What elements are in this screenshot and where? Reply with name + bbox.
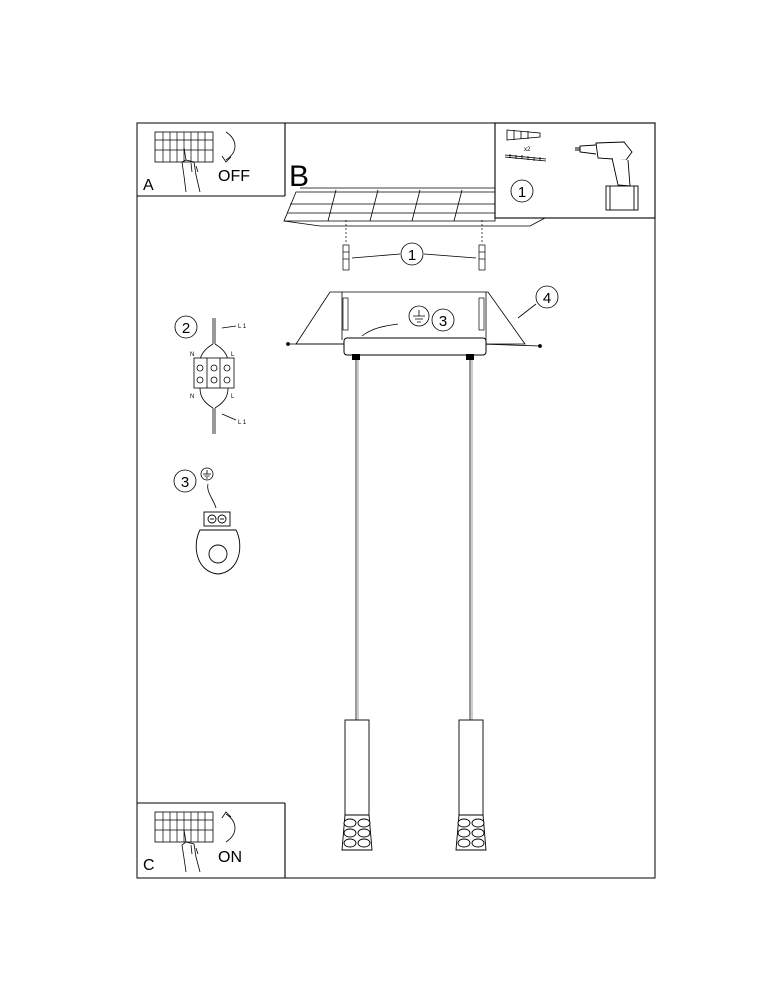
wiring-detail: 2 L 1 N L N L L 1	[174, 315, 247, 434]
callout-ceiling-cover: 4	[543, 290, 551, 307]
panel-b-letter: B	[289, 160, 309, 193]
breaker-panel-icon	[154, 131, 214, 163]
panel-a-letter: A	[143, 177, 154, 194]
screw-right	[478, 220, 486, 271]
callout-ground-main: 3	[439, 313, 447, 330]
wire-label-l1-bottom: L 1	[238, 420, 247, 426]
wire-label-l1-top: L 1	[238, 324, 247, 330]
ground-symbol-small-icon	[200, 467, 214, 481]
callout-wiring: 2	[182, 320, 190, 337]
screw-icon	[504, 154, 547, 162]
ceiling-canopy	[286, 291, 542, 348]
panel-c-letter: C	[143, 857, 155, 874]
pendant-lamp-right	[455, 719, 487, 851]
mounting-bar	[343, 337, 487, 356]
callout-tools: 1	[518, 184, 526, 201]
arrow-up-icon	[221, 811, 236, 843]
panel-a: A OFF	[137, 123, 286, 197]
hand-icon-c	[181, 829, 201, 873]
off-label: OFF	[218, 168, 250, 185]
on-label: ON	[218, 849, 242, 866]
pendant-lamp-left	[341, 719, 373, 851]
hand-icon	[181, 147, 201, 193]
wire-label-l-top: L	[231, 352, 235, 358]
tools-box: x2 1	[494, 122, 656, 219]
terminal-block	[193, 357, 235, 389]
callout-ground-detail: 3	[181, 474, 189, 491]
breaker-panel-icon-c	[154, 811, 214, 843]
quantity-label: x2	[524, 147, 531, 153]
wire-label-n-top: N	[190, 352, 194, 358]
callout-screws: 1	[408, 247, 416, 264]
outer-frame	[136, 122, 656, 879]
ceiling-grid	[283, 187, 546, 227]
wire-label-n-bottom: N	[190, 394, 194, 400]
wall-plug-icon	[506, 129, 541, 141]
wire-label-l-bottom: L	[231, 394, 235, 400]
panel-c: C ON	[137, 802, 286, 878]
ground-symbol-icon	[408, 305, 430, 327]
drill-icon	[575, 141, 639, 211]
ground-detail: 3	[173, 467, 241, 575]
arrow-down-icon	[221, 131, 236, 163]
screw-left	[342, 220, 350, 271]
